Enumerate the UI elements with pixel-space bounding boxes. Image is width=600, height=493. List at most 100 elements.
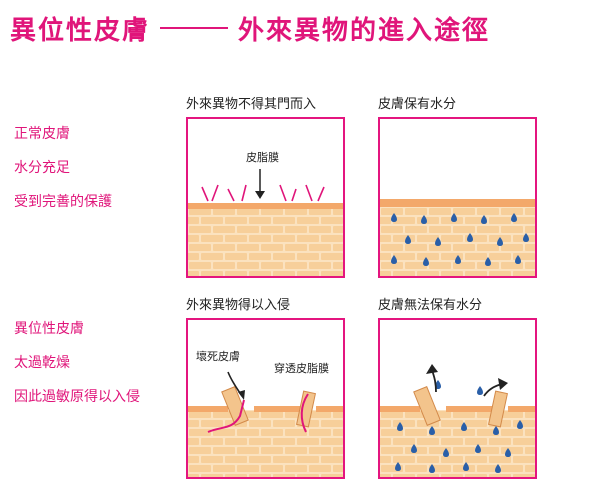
skin-cell (465, 253, 487, 260)
skin-cell (309, 447, 331, 454)
skin-cell (333, 244, 343, 251)
skin-cell (465, 474, 487, 477)
skin-cell (273, 235, 295, 242)
escaping-water-arrowhead-left (426, 364, 438, 374)
panel-moist-skin (378, 117, 537, 278)
skin-cell (513, 271, 535, 276)
skin-cell (429, 226, 451, 233)
skin-cell (189, 447, 211, 454)
skin-cell (501, 447, 523, 454)
skin-cell (453, 429, 475, 436)
skin-cell (201, 456, 223, 463)
sebum-film-right (508, 406, 535, 412)
skin-cell (429, 262, 451, 269)
skin-cell (261, 429, 283, 436)
skin-cell (285, 208, 307, 215)
row1-side-line-1: 正常皮膚 (14, 126, 70, 142)
skin-cell (381, 226, 403, 233)
skin-cell (321, 271, 343, 276)
skin-cell (321, 235, 343, 242)
skin-cell (189, 262, 211, 269)
skin-cell (188, 456, 199, 463)
skin-cell (501, 208, 523, 215)
skin-cell (417, 217, 439, 224)
row2-left-caption: 外來異物得以入侵 (186, 298, 291, 313)
skin-cell (417, 438, 439, 445)
water-drop (435, 237, 441, 246)
water-drop (429, 464, 435, 473)
foreign-matter-spikes (201, 184, 325, 202)
skin-cell (213, 447, 235, 454)
brick-skin-layer (380, 410, 535, 477)
skin-cell (273, 271, 295, 276)
skin-cell (441, 474, 463, 477)
invading-matter-right (300, 393, 309, 433)
skin-cell (213, 226, 235, 233)
row1-side-line-2: 水分充足 (14, 160, 70, 176)
skin-cell (249, 474, 271, 477)
skin-cell (321, 438, 343, 445)
skin-cell (189, 411, 211, 418)
skin-cell (225, 271, 247, 276)
skin-cell (453, 447, 475, 454)
skin-cell (465, 420, 487, 427)
skin-cell (297, 474, 319, 477)
skin-cell (237, 447, 259, 454)
skin-cell (393, 235, 415, 242)
skin-cell (525, 465, 535, 472)
water-drop (411, 444, 417, 453)
lifted-skin-flake-right (488, 390, 508, 428)
water-drop (405, 235, 411, 244)
skin-cell (393, 420, 415, 427)
water-drop (495, 464, 501, 473)
escaping-water-arrow-left (431, 369, 437, 393)
water-drop (421, 215, 427, 224)
skin-cell (477, 244, 499, 251)
skin-cell (237, 208, 259, 215)
skin-cell (188, 271, 199, 276)
skin-cell (333, 411, 343, 418)
panel-normal-skin-film-svg: 皮脂膜 (188, 150, 343, 276)
skin-cell (237, 262, 259, 269)
skin-cell (249, 271, 271, 276)
dead-skin-pointer-head (238, 390, 245, 400)
water-drop (505, 448, 511, 457)
skin-cell (380, 474, 391, 477)
water-drop (395, 462, 401, 471)
skin-cell (333, 226, 343, 233)
skin-cell (321, 456, 343, 463)
skin-cell (297, 253, 319, 260)
skin-cell (213, 411, 235, 418)
skin-cell (309, 208, 331, 215)
sebum-film-right (316, 406, 343, 412)
title-left: 異位性皮膚 (10, 15, 151, 46)
skin-cell (285, 465, 307, 472)
skin-cell (249, 420, 271, 427)
skin-cell (381, 208, 403, 215)
skin-cell (429, 208, 451, 215)
skin-cell (273, 474, 295, 477)
skin-cell (381, 244, 403, 251)
skin-cell (201, 420, 223, 427)
skin-cell (477, 226, 499, 233)
skin-cell (429, 244, 451, 251)
skin-cell (441, 456, 463, 463)
skin-cell (261, 244, 283, 251)
skin-cell (188, 217, 199, 224)
skin-cell (201, 217, 223, 224)
skin-cell (309, 262, 331, 269)
skin-cell (465, 456, 487, 463)
sebum-film-left (188, 406, 228, 412)
dead-skin-label: 壞死皮膚 (196, 349, 240, 363)
skin-cell (501, 429, 523, 436)
skin-cell (188, 438, 199, 445)
water-drop (485, 257, 491, 266)
skin-cell (513, 474, 535, 477)
skin-cell (380, 271, 391, 276)
skin-cell (261, 208, 283, 215)
sebum-film-mid (254, 406, 300, 412)
skin-cell (380, 235, 391, 242)
skin-cell (188, 474, 199, 477)
title-dash (160, 27, 229, 29)
page-title: 異位性皮膚 外來異物的進入途徑 (10, 8, 490, 48)
